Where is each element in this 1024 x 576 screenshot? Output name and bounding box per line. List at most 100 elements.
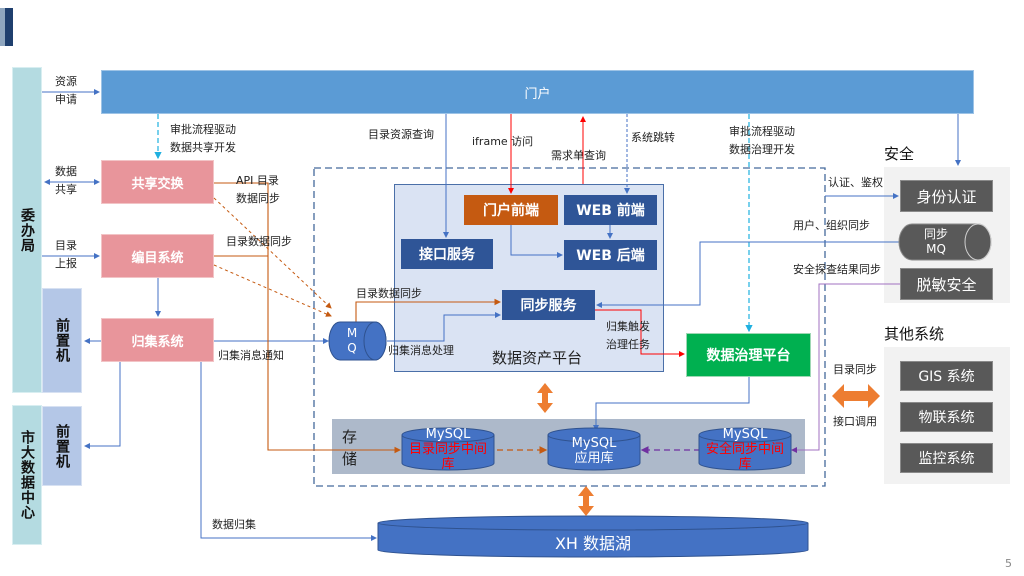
sync-mq-label-line: MQ [926,242,946,256]
label-api-catalog-sync: API 目录 数据同步 [236,172,280,208]
header-accent-dark [5,8,13,46]
app-db-name: MySQL [571,436,617,451]
label-catalog-data-sync-1: 目录数据同步 [226,235,292,248]
identity-auth-box[interactable]: 身份认证 [900,180,993,212]
edge-share-to-mq-dashed [213,197,332,309]
label-catalog-sync: 目录同步 [833,363,877,376]
portal-frontend-label: 门户前端 [483,203,539,219]
label-auth: 认证、鉴权 [828,176,883,189]
label-data-share: 数据 共享 [55,163,77,199]
app-db-text[interactable]: MySQL 应用库 [544,436,644,466]
label-catalog-data-sync-2: 目录数据同步 [356,287,422,300]
label-collection-msg-notify: 归集消息通知 [218,349,284,362]
other-system-label: 监控系统 [918,451,975,467]
committee-column: 委办局 [12,67,42,393]
web-frontend-box[interactable]: WEB 前端 [564,195,657,225]
catalog-db-text[interactable]: MySQL 目录同步中间库 [398,427,498,472]
security-db-name: MySQL [722,427,768,442]
data-asset-platform-title: 数据资产平台 [492,349,583,367]
web-backend-box[interactable]: WEB 后端 [564,240,657,270]
label-line: 审批流程驱动 [729,125,795,138]
mq-label: M Q [335,322,369,360]
label-system-jump: 系统跳转 [631,131,675,144]
label-user-org-sync: 用户、组织同步 [793,219,870,232]
label-line: 数据同步 [236,192,280,205]
label-approval-governance: 审批流程驱动 数据治理开发 [729,123,795,159]
catalog-db-name: MySQL [425,427,471,442]
sync-service-box[interactable]: 同步服务 [502,290,595,320]
label-iframe-access: iframe 访问 [472,135,534,148]
committee-label: 委办局 [19,207,35,253]
double-arrow-storage-lake [578,486,594,516]
catalog-db-desc: 目录同步中间库 [408,442,487,472]
label-demand-query: 需求单查询 [551,149,606,162]
label-line: 目录 [55,239,77,252]
label-catalog-report: 目录 上报 [55,237,77,273]
web-backend-label: WEB 后端 [576,248,645,264]
desensitization-label: 脱敏安全 [916,275,977,294]
security-db-desc: 安全同步中间库 [705,442,784,472]
sync-mq-label-line: 同步 [923,227,948,241]
other-system-iot[interactable]: 物联系统 [900,402,993,432]
label-interface-call: 接口调用 [833,415,877,428]
storage-title-line: 存 [342,428,358,446]
mq-label-line: Q [347,341,357,355]
other-system-label: GIS 系统 [918,369,975,385]
interface-service-box[interactable]: 接口服务 [401,239,493,269]
collection-system-box[interactable]: 归集系统 [101,318,214,362]
mq-label-line: M [346,326,358,340]
page-number: 5 [1005,557,1012,570]
label-resource-apply: 资源 申请 [55,73,77,109]
label-line: 数据共享开发 [170,141,236,154]
security-title: 安全 [884,145,915,163]
header-accent-light [0,8,5,46]
label-security-scan-sync: 安全探查结果同步 [793,263,881,276]
front-machine-2: 前置机 [42,406,82,486]
label-line: 审批流程驱动 [170,123,236,136]
interface-service-label: 接口服务 [419,247,475,263]
edge-api-catalog-sync [214,182,402,454]
label-line: 申请 [55,93,77,106]
label-line: 上报 [55,257,77,270]
storage-title: 存 储 [342,426,357,470]
governance-platform-box[interactable]: 数据治理平台 [686,333,811,377]
app-db-desc: 应用库 [574,451,614,466]
other-systems-title: 其他系统 [884,325,945,343]
portal-frontend-box[interactable]: 门户前端 [464,195,558,225]
security-db-text[interactable]: MySQL 安全同步中间库 [695,427,795,472]
catalog-system-box[interactable]: 编目系统 [101,234,214,278]
share-exchange-box[interactable]: 共享交换 [101,160,214,204]
label-line: 资源 [55,75,77,88]
front-machine-1-label: 前置机 [54,318,70,363]
share-exchange-label: 共享交换 [131,176,184,192]
double-arrow-other-systems [832,384,880,408]
label-line: 共享 [55,183,77,196]
other-system-monitor[interactable]: 监控系统 [900,443,993,473]
data-lake-label[interactable]: XH 数据湖 [554,534,632,553]
label-line: 数据治理开发 [729,143,795,156]
label-catalog-resource-query: 目录资源查询 [368,128,434,141]
front-machine-2-label: 前置机 [54,423,70,469]
web-frontend-label: WEB 前端 [576,203,645,219]
other-system-label: 物联系统 [918,410,975,426]
sync-mq-label[interactable]: 同步 MQ [905,224,967,260]
portal-bar[interactable]: 门户 [101,70,974,114]
label-approval-share: 审批流程驱动 数据共享开发 [170,121,236,157]
governance-platform-label: 数据治理平台 [706,348,791,364]
label-collection-msg-process: 归集消息处理 [388,344,454,357]
label-collection-trigger: 归集触发 治理任务 [606,318,650,354]
label-line: API 目录 [236,174,279,187]
city-data-center-column: 市大数据中心 [12,405,42,545]
label-line: 数据 [55,165,77,178]
sync-service-label: 同步服务 [520,298,577,314]
city-data-center-label: 市大数据中心 [19,430,35,520]
label-data-collection: 数据归集 [212,518,256,531]
edge-collection-to-city-front [84,362,121,449]
catalog-system-label: 编目系统 [131,250,184,266]
double-arrow-platform-storage [537,383,553,413]
edge-catalog-to-mq-dashed [213,264,332,317]
collection-system-label: 归集系统 [131,334,184,350]
other-system-gis[interactable]: GIS 系统 [900,361,993,391]
desensitization-box[interactable]: 脱敏安全 [900,268,993,300]
label-line: 归集触发 [606,320,650,333]
